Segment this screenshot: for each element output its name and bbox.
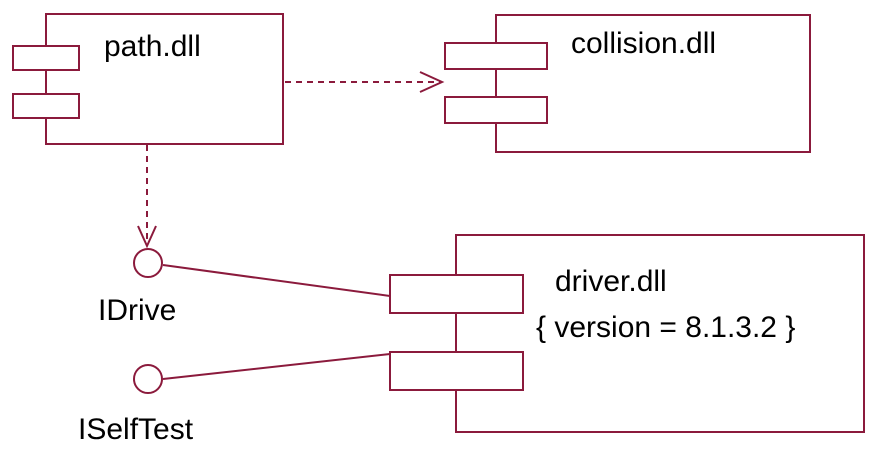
dependency-arrow-path-to-collision <box>285 71 445 93</box>
interface-label-iselftest: ISelfTest <box>78 413 194 446</box>
component-collision-dll <box>444 14 811 153</box>
component-label-collision-dll: collision.dll <box>571 27 716 60</box>
component-label-path-dll: path.dll <box>104 30 201 63</box>
realization-line-idrive <box>162 264 391 297</box>
component-tab-upper <box>12 45 80 71</box>
component-label-driver-dll: driver.dll <box>555 265 667 298</box>
interface-iselftest-icon <box>133 364 163 394</box>
component-driver-dll <box>389 234 865 433</box>
version-constraint: { version = 8.1.3.2 } <box>536 311 795 344</box>
open-arrowhead <box>137 225 157 249</box>
realization-line-iselftest <box>162 353 391 380</box>
interface-idrive-icon <box>133 248 163 278</box>
component-tab-upper <box>389 274 524 314</box>
component-tab-lower <box>444 96 548 124</box>
component-path-dll <box>12 13 284 145</box>
component-body <box>45 13 284 145</box>
component-body <box>495 14 811 153</box>
open-arrowhead <box>419 71 445 93</box>
interface-label-idrive: IDrive <box>98 294 176 327</box>
component-tab-upper <box>444 42 548 70</box>
component-tab-lower <box>389 351 524 391</box>
dependency-arrow-path-to-idrive <box>137 145 157 249</box>
component-tab-lower <box>12 93 80 119</box>
component-body <box>455 234 865 433</box>
realization-lines <box>162 264 391 380</box>
